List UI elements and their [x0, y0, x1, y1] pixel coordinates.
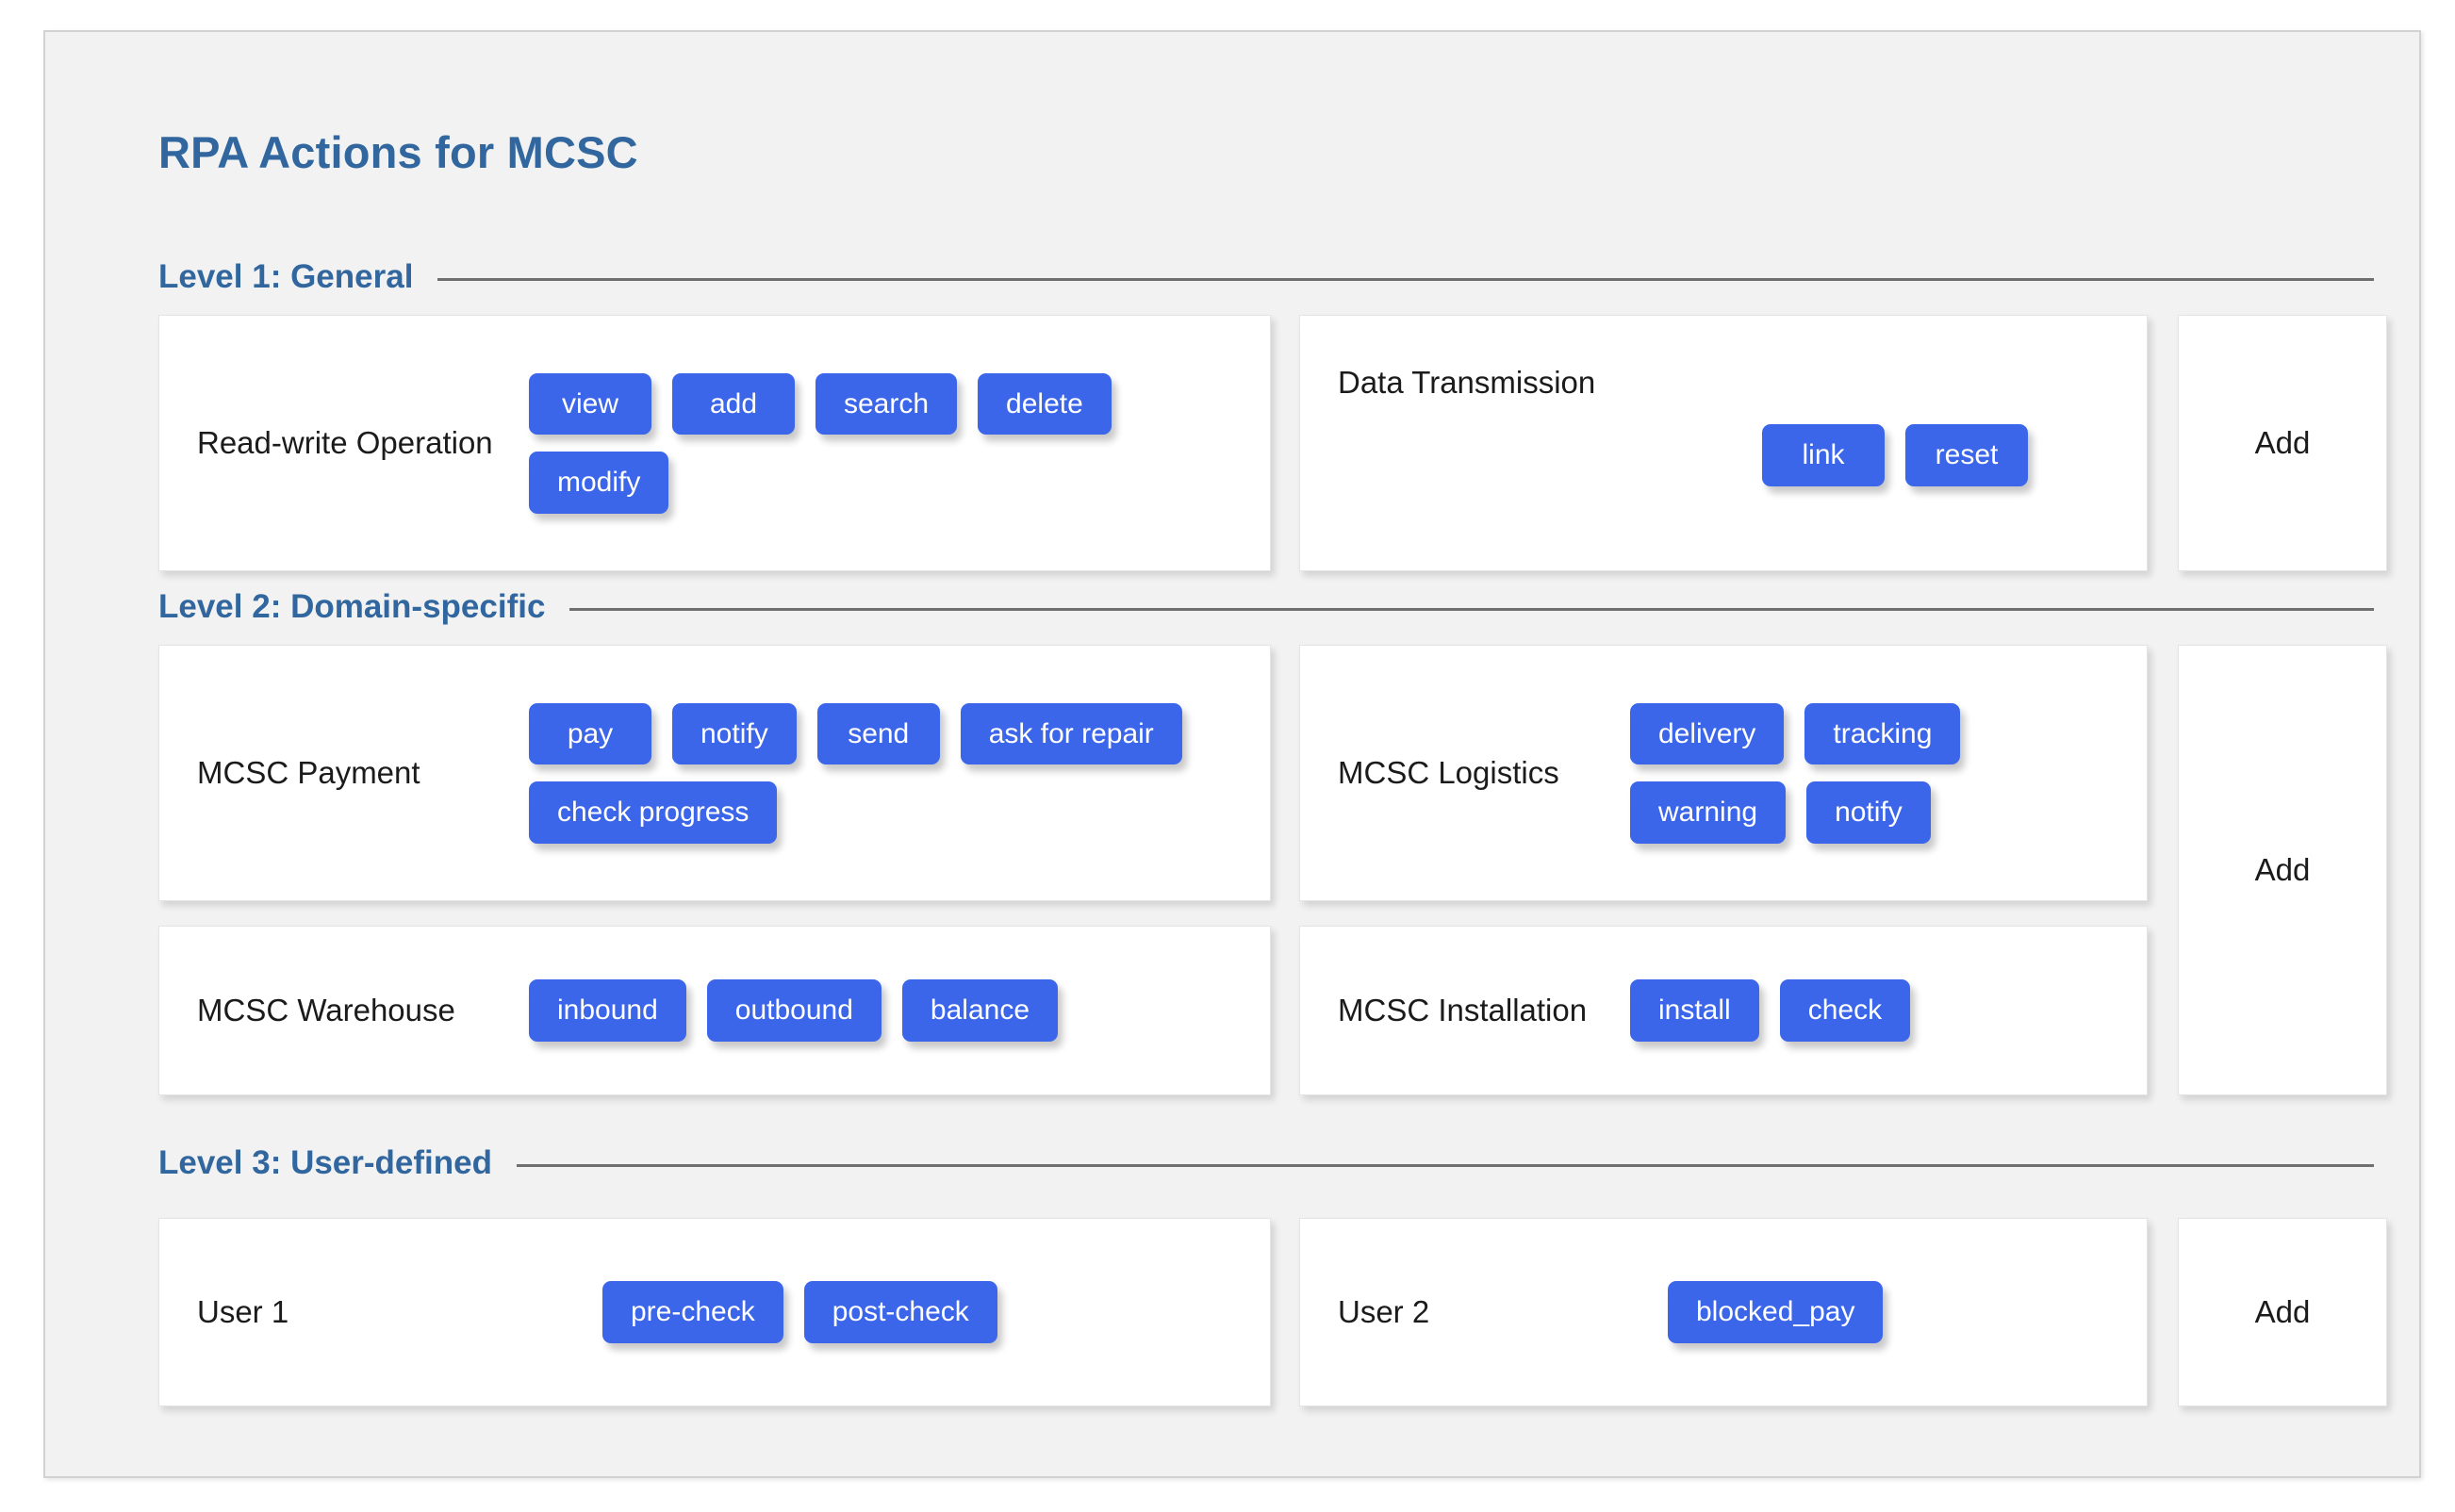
group-label-user-2: User 2	[1338, 1294, 1430, 1329]
action-button-post-check[interactable]: post-check	[803, 1281, 997, 1343]
action-button-pay[interactable]: pay	[529, 702, 651, 764]
group-card-mcsc-logistics: MCSC Logistics delivery tracking warning…	[1299, 645, 2148, 901]
add-label-level-3: Add	[2254, 1294, 2311, 1329]
group-card-mcsc-warehouse: MCSC Warehouse inbound outbound balance	[158, 926, 1271, 1095]
action-button-list-mcsc-logistics: delivery tracking warning notify	[1630, 702, 2120, 844]
section-divider-level-2	[569, 607, 2374, 611]
action-button-delivery[interactable]: delivery	[1630, 702, 1785, 764]
action-button-tracking[interactable]: tracking	[1804, 702, 1961, 764]
action-button-modify[interactable]: modify	[529, 452, 669, 514]
add-card-level-3[interactable]: Add	[2178, 1218, 2387, 1406]
section-label-level-3: Level 3: User-defined	[158, 1144, 492, 1181]
action-button-list-mcsc-warehouse: inbound outbound balance	[529, 979, 1244, 1042]
section-label-level-2: Level 2: Domain-specific	[158, 588, 546, 625]
action-button-check-progress[interactable]: check progress	[529, 781, 778, 844]
group-card-mcsc-installation: MCSC Installation install check	[1299, 926, 2148, 1095]
section-header-level-2: Level 2: Domain-specific	[158, 588, 2374, 626]
group-label-user-1: User 1	[197, 1294, 289, 1329]
action-button-inbound[interactable]: inbound	[529, 979, 686, 1042]
action-button-outbound[interactable]: outbound	[706, 979, 881, 1042]
group-label-mcsc-logistics: MCSC Logistics	[1338, 755, 1559, 790]
action-button-link[interactable]: link	[1762, 424, 1885, 486]
action-button-check[interactable]: check	[1779, 979, 1911, 1042]
section-header-level-3: Level 3: User-defined	[158, 1144, 2374, 1182]
group-label-mcsc-payment: MCSC Payment	[197, 755, 420, 790]
action-button-list-mcsc-payment: pay notify send ask for repair check pro…	[529, 702, 1244, 844]
group-card-user-1: User 1 pre-check post-check	[158, 1218, 1271, 1406]
action-button-warning[interactable]: warning	[1630, 781, 1787, 844]
action-button-list-read-write-operation: view add search delete modify	[529, 372, 1244, 514]
group-label-data-transmission: Data Transmission	[1338, 365, 1596, 400]
section-divider-level-3	[517, 1163, 2374, 1167]
action-button-notify-logistics[interactable]: notify	[1806, 781, 1931, 844]
add-label-level-2: Add	[2254, 852, 2311, 887]
action-button-notify[interactable]: notify	[672, 702, 797, 764]
action-button-list-user-1: pre-check post-check	[602, 1281, 1244, 1343]
group-label-mcsc-warehouse: MCSC Warehouse	[197, 993, 455, 1027]
group-label-mcsc-installation: MCSC Installation	[1338, 993, 1588, 1027]
section-divider-level-1	[437, 277, 2374, 281]
add-card-level-1[interactable]: Add	[2178, 315, 2387, 571]
action-button-delete[interactable]: delete	[978, 372, 1112, 435]
page-title: RPA Actions for MCSC	[158, 127, 638, 177]
group-label-read-write-operation: Read-write Operation	[197, 425, 493, 460]
action-button-list-mcsc-installation: install check	[1630, 979, 2120, 1042]
section-header-level-1: Level 1: General	[158, 258, 2374, 296]
action-button-balance[interactable]: balance	[901, 979, 1059, 1042]
action-button-list-data-transmission: link reset	[1670, 424, 2120, 486]
action-button-add[interactable]: add	[672, 372, 795, 435]
group-card-mcsc-payment: MCSC Payment pay notify send ask for rep…	[158, 645, 1271, 901]
group-card-user-2: User 2 blocked_pay	[1299, 1218, 2148, 1406]
section-label-level-1: Level 1: General	[158, 258, 414, 295]
group-card-read-write-operation: Read-write Operation view add search del…	[158, 315, 1271, 571]
action-button-search[interactable]: search	[816, 372, 958, 435]
action-button-list-user-2: blocked_pay	[1668, 1281, 2120, 1343]
action-button-reset[interactable]: reset	[1905, 424, 2028, 486]
action-button-ask-for-repair[interactable]: ask for repair	[960, 702, 1182, 764]
add-label-level-1: Add	[2254, 425, 2311, 460]
add-card-level-2[interactable]: Add	[2178, 645, 2387, 1095]
action-button-install[interactable]: install	[1630, 979, 1759, 1042]
action-button-send[interactable]: send	[816, 702, 940, 764]
action-button-pre-check[interactable]: pre-check	[602, 1281, 783, 1343]
action-button-view[interactable]: view	[529, 372, 651, 435]
action-button-blocked-pay[interactable]: blocked_pay	[1668, 1281, 1884, 1343]
group-card-data-transmission: Data Transmission link reset	[1299, 315, 2148, 571]
main-panel: RPA Actions for MCSC Level 1: General Re…	[43, 30, 2421, 1478]
